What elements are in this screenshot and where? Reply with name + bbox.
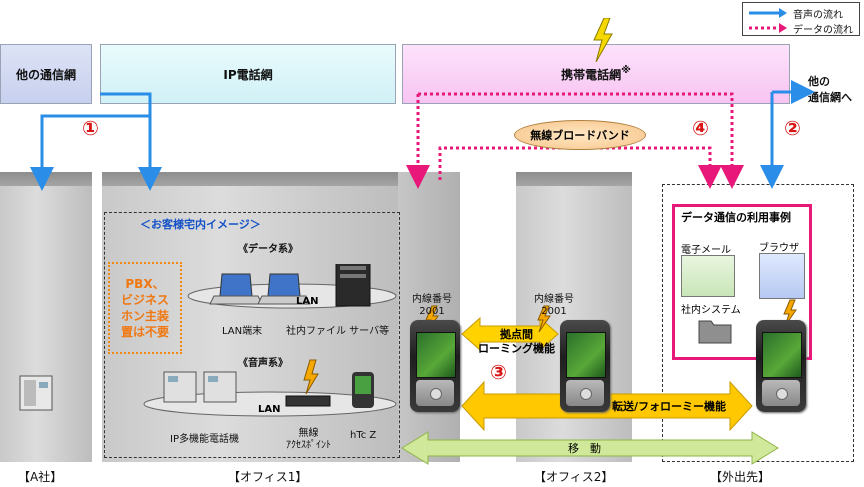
movement-arrow [401,431,779,465]
mobile-network-note: ※ [621,64,631,76]
ip-phone-icon-1 [163,371,197,403]
roaming-label: 拠点間 ローミング機能 [478,328,555,355]
customer-image-label: ＜お客様宅内イメージ＞ [140,218,261,231]
usecase-title: データ通信の利用事例 [681,211,791,224]
building-office2-top [516,172,632,188]
outside-area [662,184,854,462]
wireless-ap-label: 無線 ｱｸｾｽﾎﾟｲﾝﾄ [286,428,331,451]
voice-arrow-ip [100,92,162,191]
ip-network-label: IP電話網 [223,67,273,82]
data-arrow-broadband [438,146,722,189]
browser-screen-icon [759,253,805,299]
desk-phone-icon [19,375,53,411]
folder-icon [698,320,732,344]
pbx-note-box: PBX、 ビジネス ホン主装 置は不要 [108,262,182,354]
location-office2: 【オフィス2】 [534,470,614,484]
location-office1: 【オフィス1】 [228,470,308,484]
voice-lan-platform [143,359,397,417]
data-lan-platform [187,264,397,309]
marker-4: ④ [692,116,709,140]
legend-voice-label: 音声の流れ [793,9,843,21]
lan-terminal-label: LAN端末 [222,326,263,337]
legend-data-label: データの流れ [793,24,853,36]
legend-data: データの流れ [749,21,853,36]
data-section-label: 《データ系》 [238,244,298,255]
lightning-icon [593,18,613,62]
smartphone-office1 [410,320,460,412]
data-lan-label: LAN [296,296,319,307]
ip-phone-icon-2 [203,371,237,403]
extension-label-2: 内線番号 2001 [534,294,574,317]
mobile-network-label: 携帯電話網 [561,67,622,82]
wireless-broadband-ellipse: 無線ブロードバンド [514,120,646,150]
pbx-note-text: PBX、 ビジネス ホン主装 置は不要 [120,277,169,339]
forwarding-label: 転送/フォローミー機能 [612,400,727,413]
legend: 音声の流れ データの流れ [742,2,860,36]
voice-lan-label: LAN [258,404,281,415]
htc-z-label: hTc Z [350,430,377,441]
lightning-phone-2 [537,305,551,333]
extension-label-1: 内線番号 2001 [412,294,452,317]
marker-3: ③ [490,360,507,384]
other-network-label: 他の通信網 [15,67,76,82]
voice-arrow-icon [749,8,787,18]
server-icon [335,264,371,307]
smartphone-outside [756,320,806,412]
lightning-phone-3 [783,299,797,327]
laptop-icon-2 [257,273,311,305]
htc-z-phone-icon [352,372,374,408]
ip-phone-label: IP多機能電話機 [170,434,239,445]
marker-2: ② [784,116,801,140]
usecase-internal-system: 社内システム [681,305,741,316]
data-arrow-mobile [418,92,744,189]
legend-voice: 音声の流れ [749,6,843,21]
wireless-broadband-label: 無線ブロードバンド [530,129,630,142]
email-screen-icon [681,255,735,297]
other-network-box: 他の通信網 [0,44,92,104]
wireless-ap-icon [285,359,331,407]
marker-1: ① [82,116,99,140]
movement-label: 移 動 [568,442,601,455]
building-a [0,186,92,462]
location-a: 【A社】 [18,470,63,484]
roaming-arrow [461,316,559,352]
location-outside: 【外出先】 [710,470,771,484]
usecase-browser: ブラウザ [759,243,799,254]
usecase-email: 電子メール [681,245,731,256]
building-office1-top [102,172,398,188]
customer-premises-area [104,212,400,458]
voice-section-label: 《音声系》 [238,358,288,369]
file-server-label: 社内ファイル サーバ等 [286,326,390,337]
smartphone-office2 [560,320,610,412]
data-arrow-icon [749,23,787,33]
